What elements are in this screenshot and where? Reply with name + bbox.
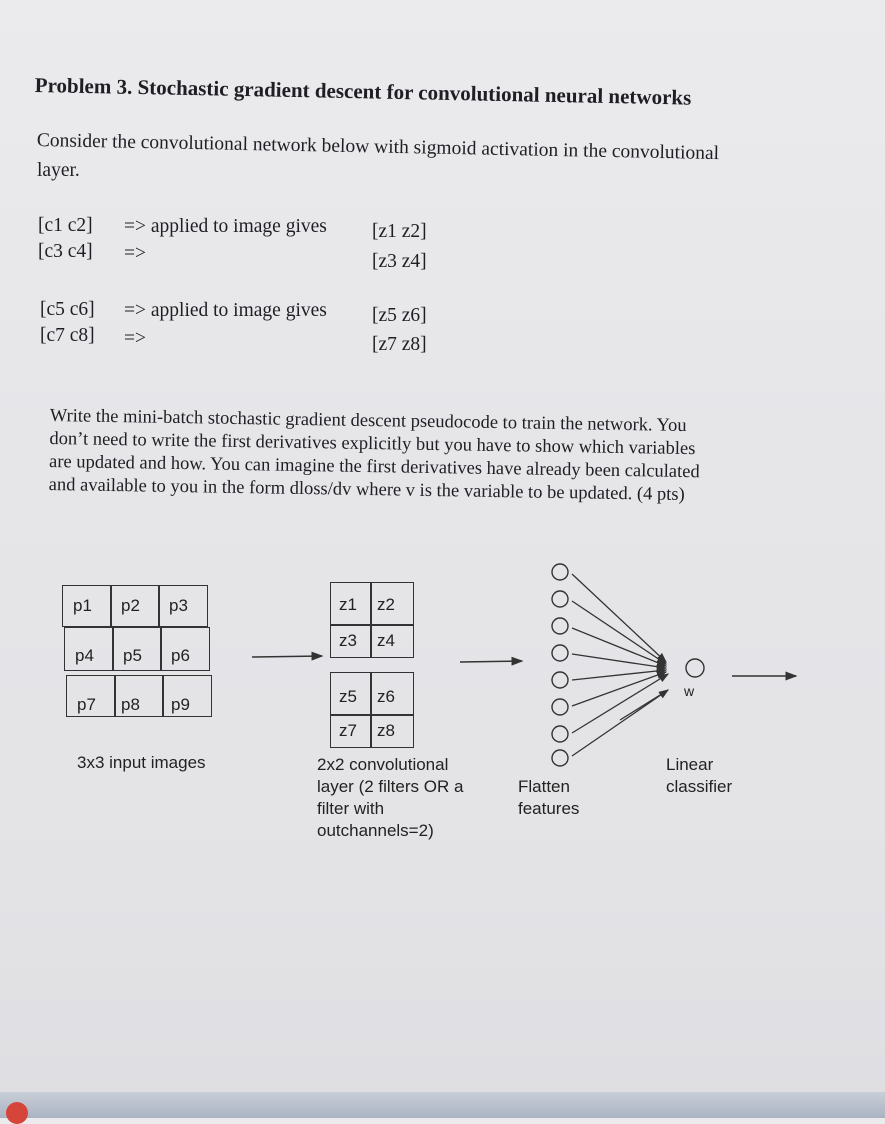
app-icon (6, 1102, 28, 1124)
input-cell: p3 (158, 585, 208, 627)
flatten-neuron (551, 671, 569, 689)
weight-line (571, 627, 668, 667)
taskbar-strip (0, 1092, 885, 1118)
weight-line (571, 671, 668, 707)
input-cell: p9 (162, 675, 212, 717)
conv-cell: z5 (330, 672, 372, 716)
flatten-neuron (551, 563, 569, 581)
filter2-row2-left: [c7 c8] (40, 325, 95, 346)
conv-cell: z3 (330, 624, 372, 658)
filter1-row2-left: [c3 c4] (38, 241, 93, 262)
flatten-caption-line: features (518, 799, 580, 818)
conv-caption-line: outchannels=2) (317, 821, 434, 840)
input-cell: p6 (160, 627, 210, 671)
output-neuron (685, 658, 705, 678)
classifier-caption-line: classifier (666, 777, 733, 796)
filter2-row2-right: [z7 z8] (372, 334, 427, 355)
flatten-neurons (551, 563, 569, 767)
weight-line (571, 689, 670, 757)
input-cell: p2 (110, 585, 160, 627)
classifier-caption-line: Linear (666, 755, 714, 774)
conv-cell: z1 (330, 582, 372, 626)
filter1-row2-right: [z3 z4] (372, 251, 427, 272)
conv-cell: z4 (370, 624, 414, 658)
weight-line (619, 689, 669, 721)
conv-caption-line: 2x2 convolutional (317, 755, 449, 774)
filter1-row2-arrow: => (124, 243, 146, 264)
input-cell: p5 (112, 627, 162, 671)
input-cell: p8 (114, 675, 164, 717)
weight-line (571, 600, 668, 665)
arrow-input-to-conv (251, 651, 324, 661)
weight-line (571, 667, 668, 681)
weight-line (571, 653, 668, 671)
conv-cell: z2 (370, 582, 414, 626)
fan-in-weights (571, 573, 670, 757)
flatten-caption-line: Flatten (518, 777, 570, 796)
input-cell: p4 (64, 627, 114, 671)
intro-line-1: Consider the convolutional network below… (36, 130, 720, 165)
flatten-neuron (551, 617, 569, 635)
filter2-row1-right: [z5 z6] (372, 305, 427, 326)
conv-cell: z7 (330, 714, 372, 748)
filter2-row2-arrow: => (124, 328, 146, 349)
arrow-conv-to-flatten (459, 656, 524, 666)
problem-title: Problem 3. Stochastic gradient descent f… (34, 73, 692, 110)
filter1-row1-left: [c1 c2] (38, 215, 93, 236)
filter1-row1-arrow: => applied to image gives (124, 216, 327, 237)
flatten-neuron (551, 644, 569, 662)
flatten-neuron (551, 698, 569, 716)
conv-caption-line: filter with (317, 799, 385, 818)
conv-cell: z6 (370, 672, 414, 716)
input-cell: p1 (62, 585, 112, 627)
flatten-neuron (551, 590, 569, 608)
weight-label: w (684, 683, 695, 699)
filter2-row1-left: [c5 c6] (40, 299, 95, 320)
conv-caption: 2x2 convolutional layer (2 filters OR a … (317, 754, 463, 842)
classifier-caption: Linear classifier (666, 754, 732, 798)
conv-caption-line: layer (2 filters OR a (317, 777, 464, 796)
input-cell: p7 (66, 675, 116, 717)
flatten-neuron (551, 725, 569, 743)
weight-line (571, 573, 667, 663)
flatten-neuron (551, 749, 569, 767)
flatten-caption: Flatten features (518, 776, 579, 820)
filter1-row1-right: [z1 z2] (372, 221, 427, 242)
weight-line (571, 673, 670, 734)
intro-line-2: layer. (37, 160, 80, 181)
filter2-row1-arrow: => applied to image gives (124, 300, 327, 321)
input-caption: 3x3 input images (77, 753, 206, 772)
instructions-paragraph: Write the mini-batch stochastic gradient… (49, 405, 701, 507)
conv-cell: z8 (370, 714, 414, 748)
